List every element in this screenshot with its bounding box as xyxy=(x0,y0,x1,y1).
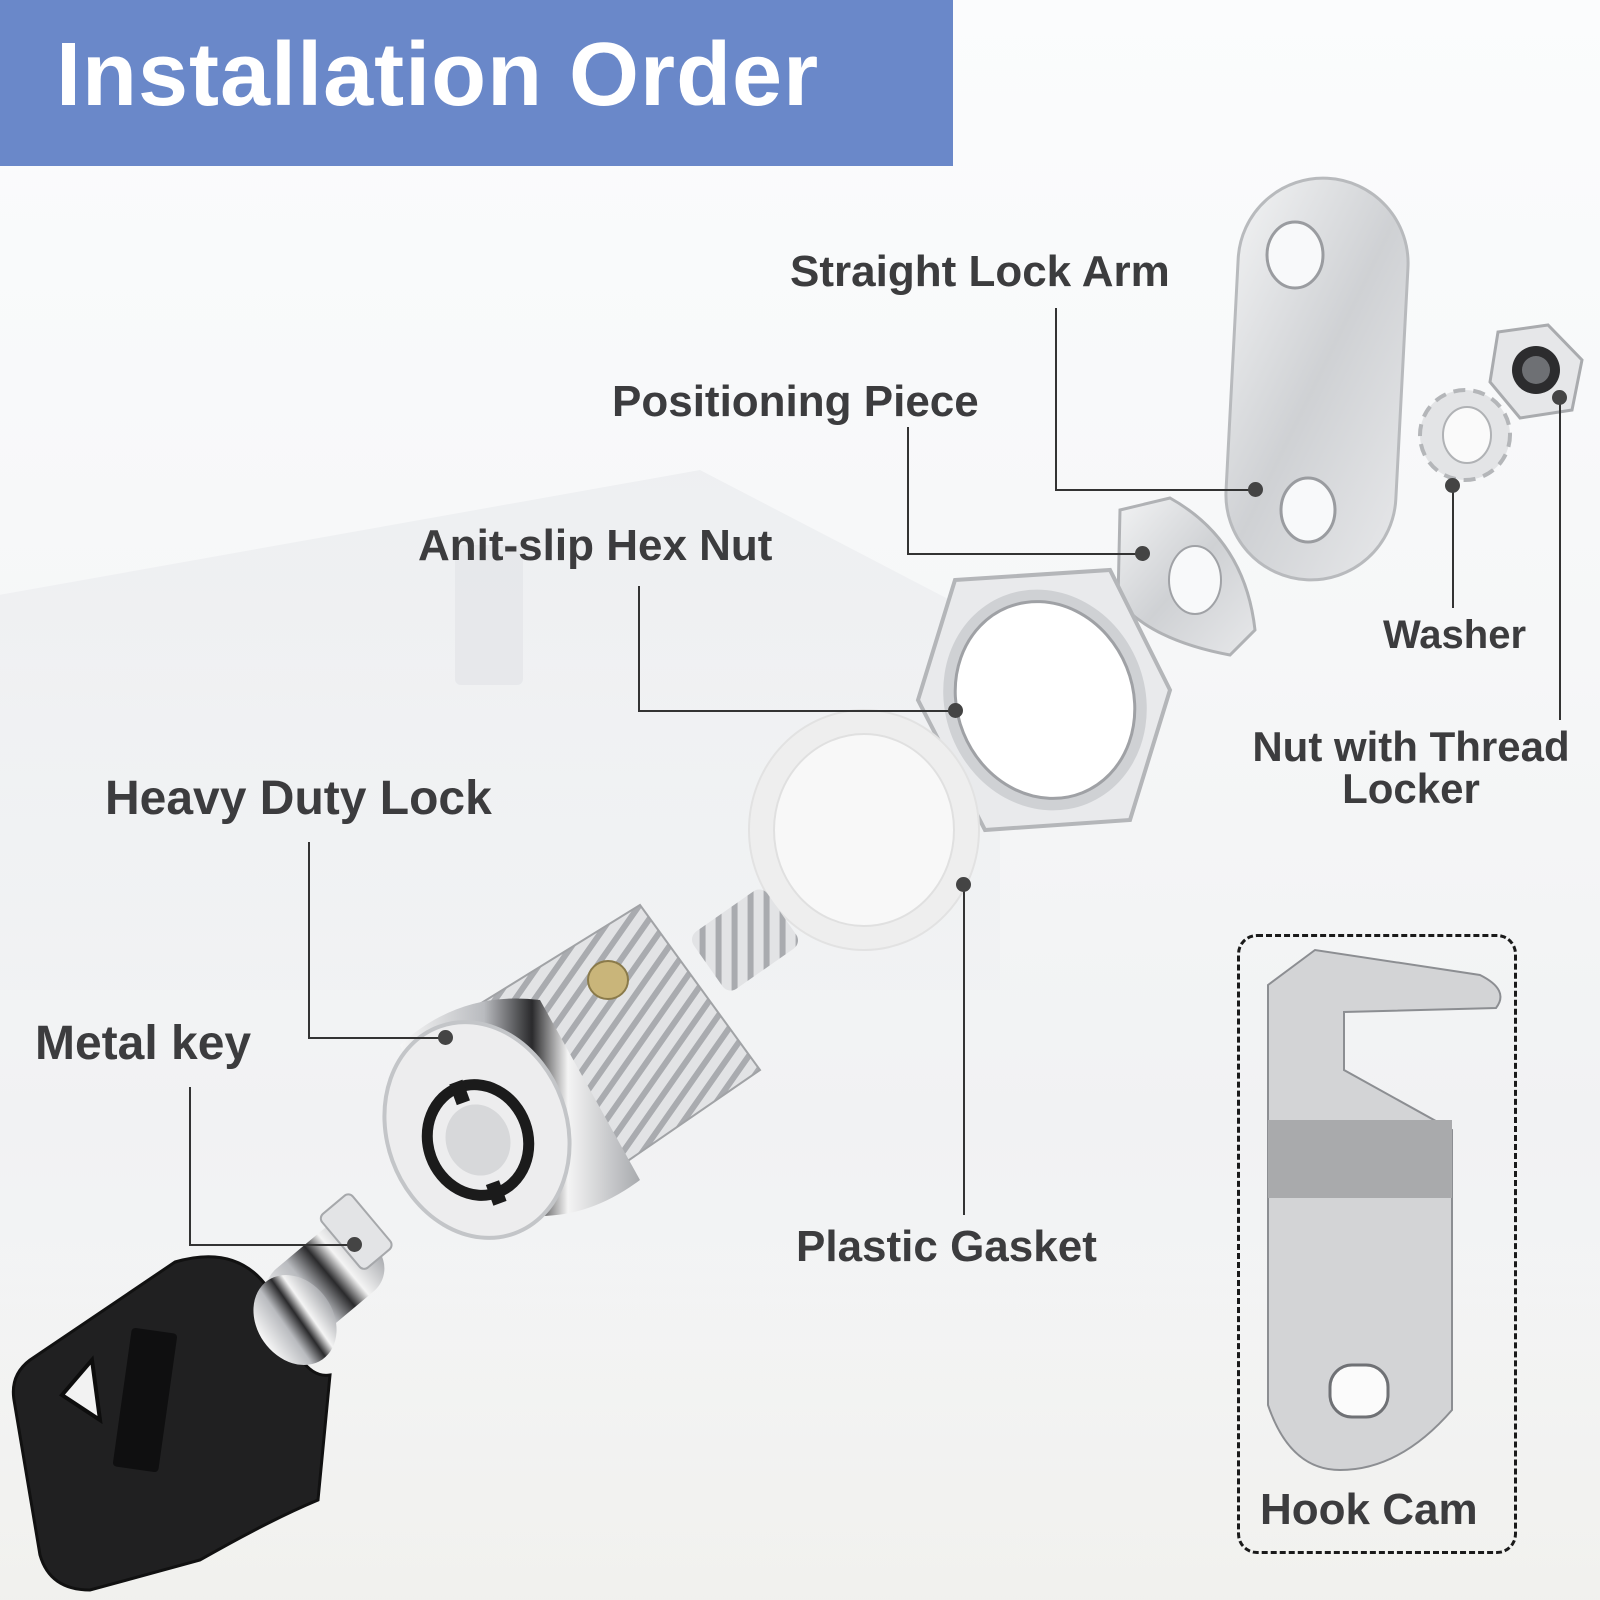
leader-line-washer xyxy=(1452,488,1454,608)
leader-line-heavy-duty-lock xyxy=(308,842,310,1038)
callout-dot-straight-lock-arm xyxy=(1248,482,1263,497)
label-plastic-gasket: Plastic Gasket xyxy=(796,1222,1097,1271)
leader-line-straight-lock-arm-h xyxy=(1055,489,1255,491)
washer-part xyxy=(1418,388,1512,482)
leader-line-heavy-duty-lock-h xyxy=(308,1037,444,1039)
leader-line-straight-lock-arm xyxy=(1055,308,1057,490)
leader-line-thread-locker-nut xyxy=(1559,400,1561,720)
anti-slip-hex-nut-part xyxy=(915,567,1173,833)
leader-line-hex-nut xyxy=(638,586,640,711)
hook-cam-part xyxy=(1267,948,1502,1472)
label-anti-slip-hex-nut: Anit-slip Hex Nut xyxy=(418,521,773,570)
heavy-duty-lock-part xyxy=(382,889,799,1240)
callout-dot-thread-locker-nut xyxy=(1552,390,1567,405)
label-nut-with-thread-locker: Nut with Thread Locker xyxy=(1252,723,1570,812)
straight-lock-arm-part xyxy=(1224,176,1410,582)
callout-dot-heavy-duty-lock xyxy=(438,1030,453,1045)
title-banner: Installation Order xyxy=(0,0,953,166)
leader-line-metal-key-h xyxy=(189,1244,353,1246)
leader-line-plastic-gasket xyxy=(963,885,965,1215)
label-hook-cam: Hook Cam xyxy=(1260,1485,1478,1534)
positioning-piece-part xyxy=(1116,496,1257,657)
label-heavy-duty-lock: Heavy Duty Lock xyxy=(105,772,492,825)
leader-line-metal-key xyxy=(189,1087,191,1245)
callout-dot-washer xyxy=(1445,478,1460,493)
nut-with-thread-locker-part xyxy=(1488,323,1584,420)
metal-key-part xyxy=(11,1193,393,1592)
callout-dot-plastic-gasket xyxy=(956,877,971,892)
callout-dot-metal-key xyxy=(347,1237,362,1252)
label-positioning-piece: Positioning Piece xyxy=(612,377,979,426)
callout-dot-positioning-piece xyxy=(1135,546,1150,561)
label-straight-lock-arm: Straight Lock Arm xyxy=(790,247,1170,296)
leader-line-positioning-piece-h xyxy=(907,553,1137,555)
leader-line-hex-nut-h xyxy=(638,710,954,712)
page-title: Installation Order xyxy=(56,25,820,125)
callout-dot-hex-nut xyxy=(948,703,963,718)
leader-line-positioning-piece xyxy=(907,427,909,554)
label-washer: Washer xyxy=(1383,613,1527,657)
hook-cam-frame xyxy=(1237,934,1517,1554)
label-metal-key: Metal key xyxy=(35,1017,252,1070)
plastic-gasket-part xyxy=(748,709,980,951)
